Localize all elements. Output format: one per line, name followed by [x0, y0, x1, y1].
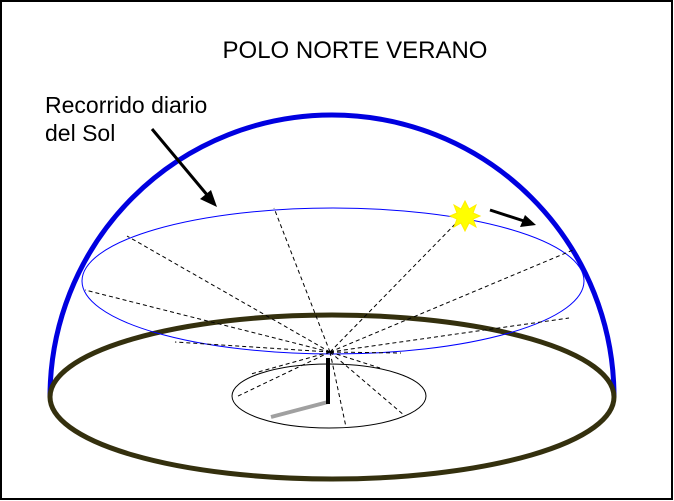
sun-path-label-line2: del Sol [45, 120, 115, 146]
shadow-line [329, 351, 347, 428]
gnomon-shadow [270, 400, 329, 419]
shadow-line [329, 351, 381, 369]
ray-line [84, 289, 331, 353]
sun-path-label-line1: Recorrido diario [45, 92, 207, 118]
ray-line [126, 235, 331, 353]
sun-ray-lines [84, 207, 574, 354]
label-pointer-arrow [150, 128, 217, 207]
celestial-dome [47, 112, 617, 398]
ray-line [329, 351, 402, 354]
diagram-title: POLO NORTE VERANO [223, 37, 488, 64]
sun-icon [448, 199, 482, 233]
shadow-line [235, 351, 331, 398]
ray-line [273, 207, 331, 353]
arrow-right-icon [489, 208, 536, 227]
ray-line [329, 317, 570, 353]
ray-line [329, 249, 574, 353]
shadow-ray-lines [235, 351, 406, 428]
ray-line [174, 341, 331, 353]
shadow-line [329, 351, 406, 417]
horizon-ellipse [47, 312, 617, 482]
